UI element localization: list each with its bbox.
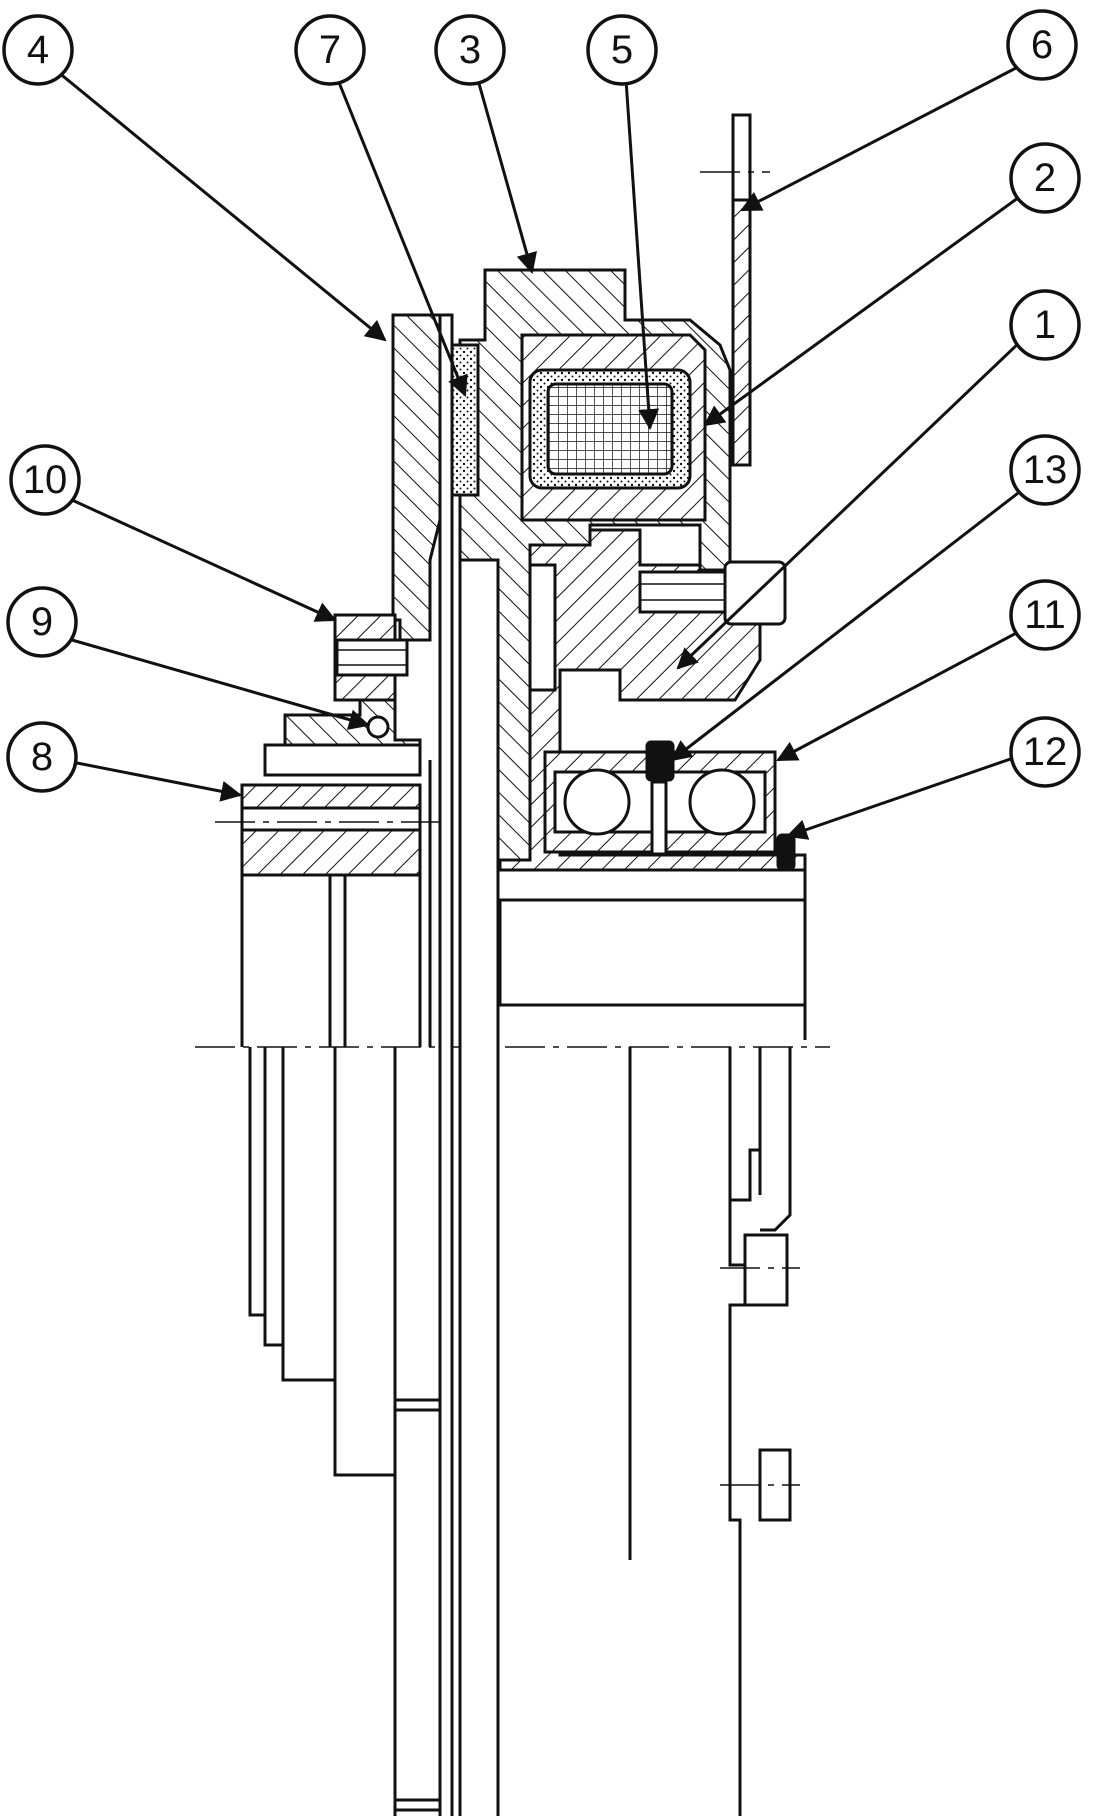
leader-13 <box>670 488 1023 762</box>
centre-disc <box>438 313 454 1816</box>
leader-4 <box>57 70 387 342</box>
retaining-ring <box>776 833 796 871</box>
mount-screw <box>638 570 727 614</box>
leader-7 <box>336 79 468 397</box>
screw-head-lower-1 <box>743 1233 789 1307</box>
callout-11-label: 11 <box>1024 593 1066 637</box>
callout-1: 1 <box>1009 289 1081 361</box>
callout-5-label: 5 <box>611 28 633 72</box>
set-screw-10 <box>335 638 409 677</box>
shaft-sleeve <box>498 898 807 1007</box>
leader-12 <box>786 753 1023 840</box>
bearing-spacer <box>650 780 668 856</box>
bracket-plate <box>731 198 752 467</box>
rotor-outline-lower <box>496 1047 782 1816</box>
callout-6-label: 6 <box>1031 23 1053 67</box>
spacer-ring <box>645 740 675 782</box>
callout-7: 7 <box>294 14 366 86</box>
bearing-ball-left <box>563 768 631 836</box>
callout-13-label: 13 <box>1023 448 1068 492</box>
leader-10 <box>71 498 337 622</box>
magnet-outline-lower <box>628 1047 792 1560</box>
callout-9: 9 <box>6 586 78 658</box>
callout-12: 12 <box>1009 716 1081 788</box>
leader-1 <box>676 338 1024 670</box>
callout-7-label: 7 <box>319 28 341 72</box>
callout-2-label: 2 <box>1034 156 1056 200</box>
callout-4: 4 <box>2 14 74 86</box>
armature-outline-lower <box>393 1047 442 1816</box>
friction-lining <box>450 343 480 497</box>
callout-1-label: 1 <box>1034 303 1056 347</box>
leader-5 <box>624 79 660 431</box>
callout-9-label: 9 <box>31 600 53 644</box>
callout-8-label: 8 <box>31 735 53 779</box>
coil-winding <box>546 382 674 476</box>
callout-10: 10 <box>9 444 81 516</box>
set-screw-10-thread <box>337 649 407 666</box>
callout-13: 13 <box>1009 434 1081 506</box>
callout-12-label: 12 <box>1023 730 1068 774</box>
callout-3: 3 <box>434 14 506 86</box>
leader-6 <box>740 66 1017 212</box>
callout-11: 11 <box>1009 579 1081 651</box>
leader-3 <box>476 79 537 275</box>
flange-pin <box>263 743 422 777</box>
flange-bore <box>240 806 422 832</box>
leader-8 <box>71 760 243 802</box>
mount-screw-thread <box>640 583 725 601</box>
callout-10-label: 10 <box>23 458 68 502</box>
callout-5: 5 <box>586 14 658 86</box>
flange-steps-lower <box>263 1047 337 1380</box>
spring-9 <box>366 715 390 739</box>
hub-plate <box>458 558 500 1816</box>
callout-4-label: 4 <box>27 28 49 72</box>
flange-outline-lower <box>248 1047 397 1477</box>
leader-9 <box>71 638 371 730</box>
callout-6: 6 <box>1006 9 1078 81</box>
armature-disc <box>391 313 442 642</box>
flange-body-upper <box>240 760 432 1047</box>
leader-11 <box>776 628 1023 762</box>
leader-2 <box>703 193 1023 427</box>
bracket-tab <box>731 113 752 202</box>
armature-marks <box>395 1398 440 1812</box>
callout-3-label: 3 <box>459 28 481 72</box>
callout-2: 2 <box>1009 142 1081 214</box>
bearing-ball-right <box>688 768 756 836</box>
callout-8: 8 <box>6 721 78 793</box>
